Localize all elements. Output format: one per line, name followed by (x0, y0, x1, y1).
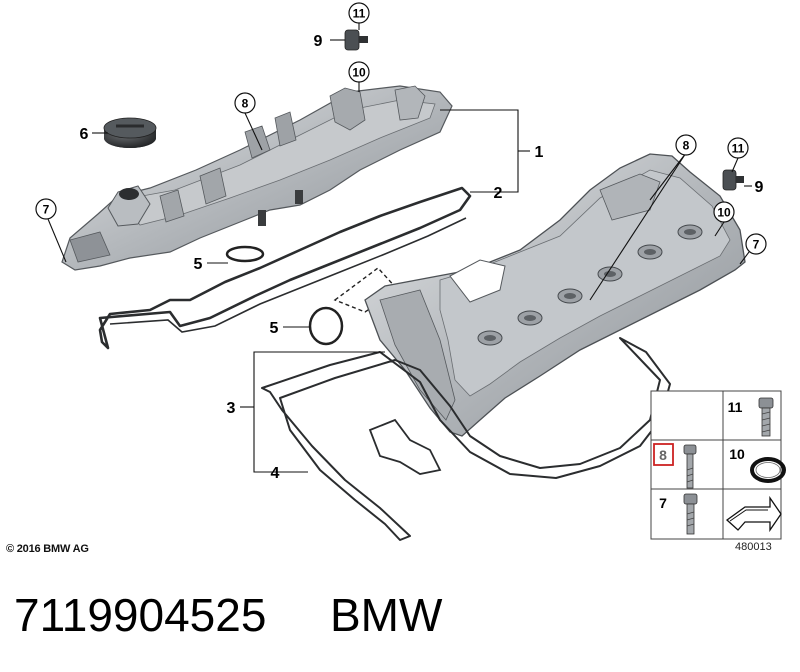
svg-text:11: 11 (353, 7, 366, 21)
svg-text:4: 4 (271, 465, 280, 482)
callout-7-left: 7 (35, 198, 57, 220)
legend-bolt-8: 8 (653, 443, 697, 489)
diagram-reference-number: 480013 (735, 541, 772, 553)
svg-text:11: 11 (732, 142, 745, 156)
callout-6: 6 (80, 126, 89, 143)
svg-text:7: 7 (43, 203, 50, 217)
svg-text:8: 8 (683, 139, 690, 153)
callout-1: 1 (535, 144, 544, 161)
oil-filler-cap (103, 117, 157, 148)
svg-text:7: 7 (659, 495, 667, 511)
reference-arrow-icon (725, 495, 782, 533)
callout-3: 3 (227, 400, 236, 417)
callout-4: 4 (271, 465, 280, 482)
svg-text:11: 11 (728, 399, 743, 415)
callout-8-right: 8 (675, 134, 697, 156)
callout-9-left: 9 (314, 33, 323, 50)
legend-bolt-7: 7 (659, 493, 698, 535)
sensor-right (722, 169, 744, 191)
svg-text:1: 1 (535, 144, 544, 161)
svg-text:10: 10 (352, 66, 366, 80)
sensor-left (344, 29, 368, 51)
valve-cover-right (364, 153, 746, 437)
part-number: 7119904525 (14, 589, 267, 641)
svg-text:8: 8 (242, 97, 249, 111)
gasket-right (261, 337, 671, 541)
brand-name: BMW (330, 589, 443, 641)
legend-seal-ring-10: 10 (729, 446, 786, 483)
callout-8-left: 8 (234, 92, 256, 114)
svg-text:9: 9 (755, 179, 764, 196)
dashed-guide (333, 267, 400, 313)
callout-11-left: 11 (348, 2, 370, 24)
svg-text:9: 9 (314, 33, 323, 50)
svg-text:5: 5 (194, 256, 203, 273)
svg-text:10: 10 (717, 206, 731, 220)
svg-text:2: 2 (494, 185, 503, 202)
copyright-notice: © 2016 BMW AG (6, 543, 89, 555)
svg-text:8: 8 (659, 447, 667, 463)
callout-10-left: 10 (348, 61, 370, 83)
legend-screw-11: 11 (728, 397, 774, 437)
callout-5-left: 5 (194, 256, 203, 273)
fastener-legend: 11 8 10 7 (650, 390, 786, 540)
callout-2: 2 (494, 185, 503, 202)
callout-11-right: 11 (727, 137, 749, 159)
callout-7-right: 7 (745, 233, 767, 255)
callout-5-middle: 5 (270, 320, 279, 337)
svg-text:10: 10 (729, 446, 745, 462)
o-ring-middle (308, 306, 344, 346)
svg-text:5: 5 (270, 320, 279, 337)
svg-text:6: 6 (80, 126, 89, 143)
svg-text:7: 7 (753, 238, 760, 252)
gasket-left (98, 186, 472, 350)
callout-10-right: 10 (713, 201, 735, 223)
svg-text:3: 3 (227, 400, 236, 417)
leader-lines (47, 22, 756, 473)
callout-9-right: 9 (755, 179, 764, 196)
o-ring-left (225, 245, 265, 263)
valve-cover-left (61, 85, 453, 271)
